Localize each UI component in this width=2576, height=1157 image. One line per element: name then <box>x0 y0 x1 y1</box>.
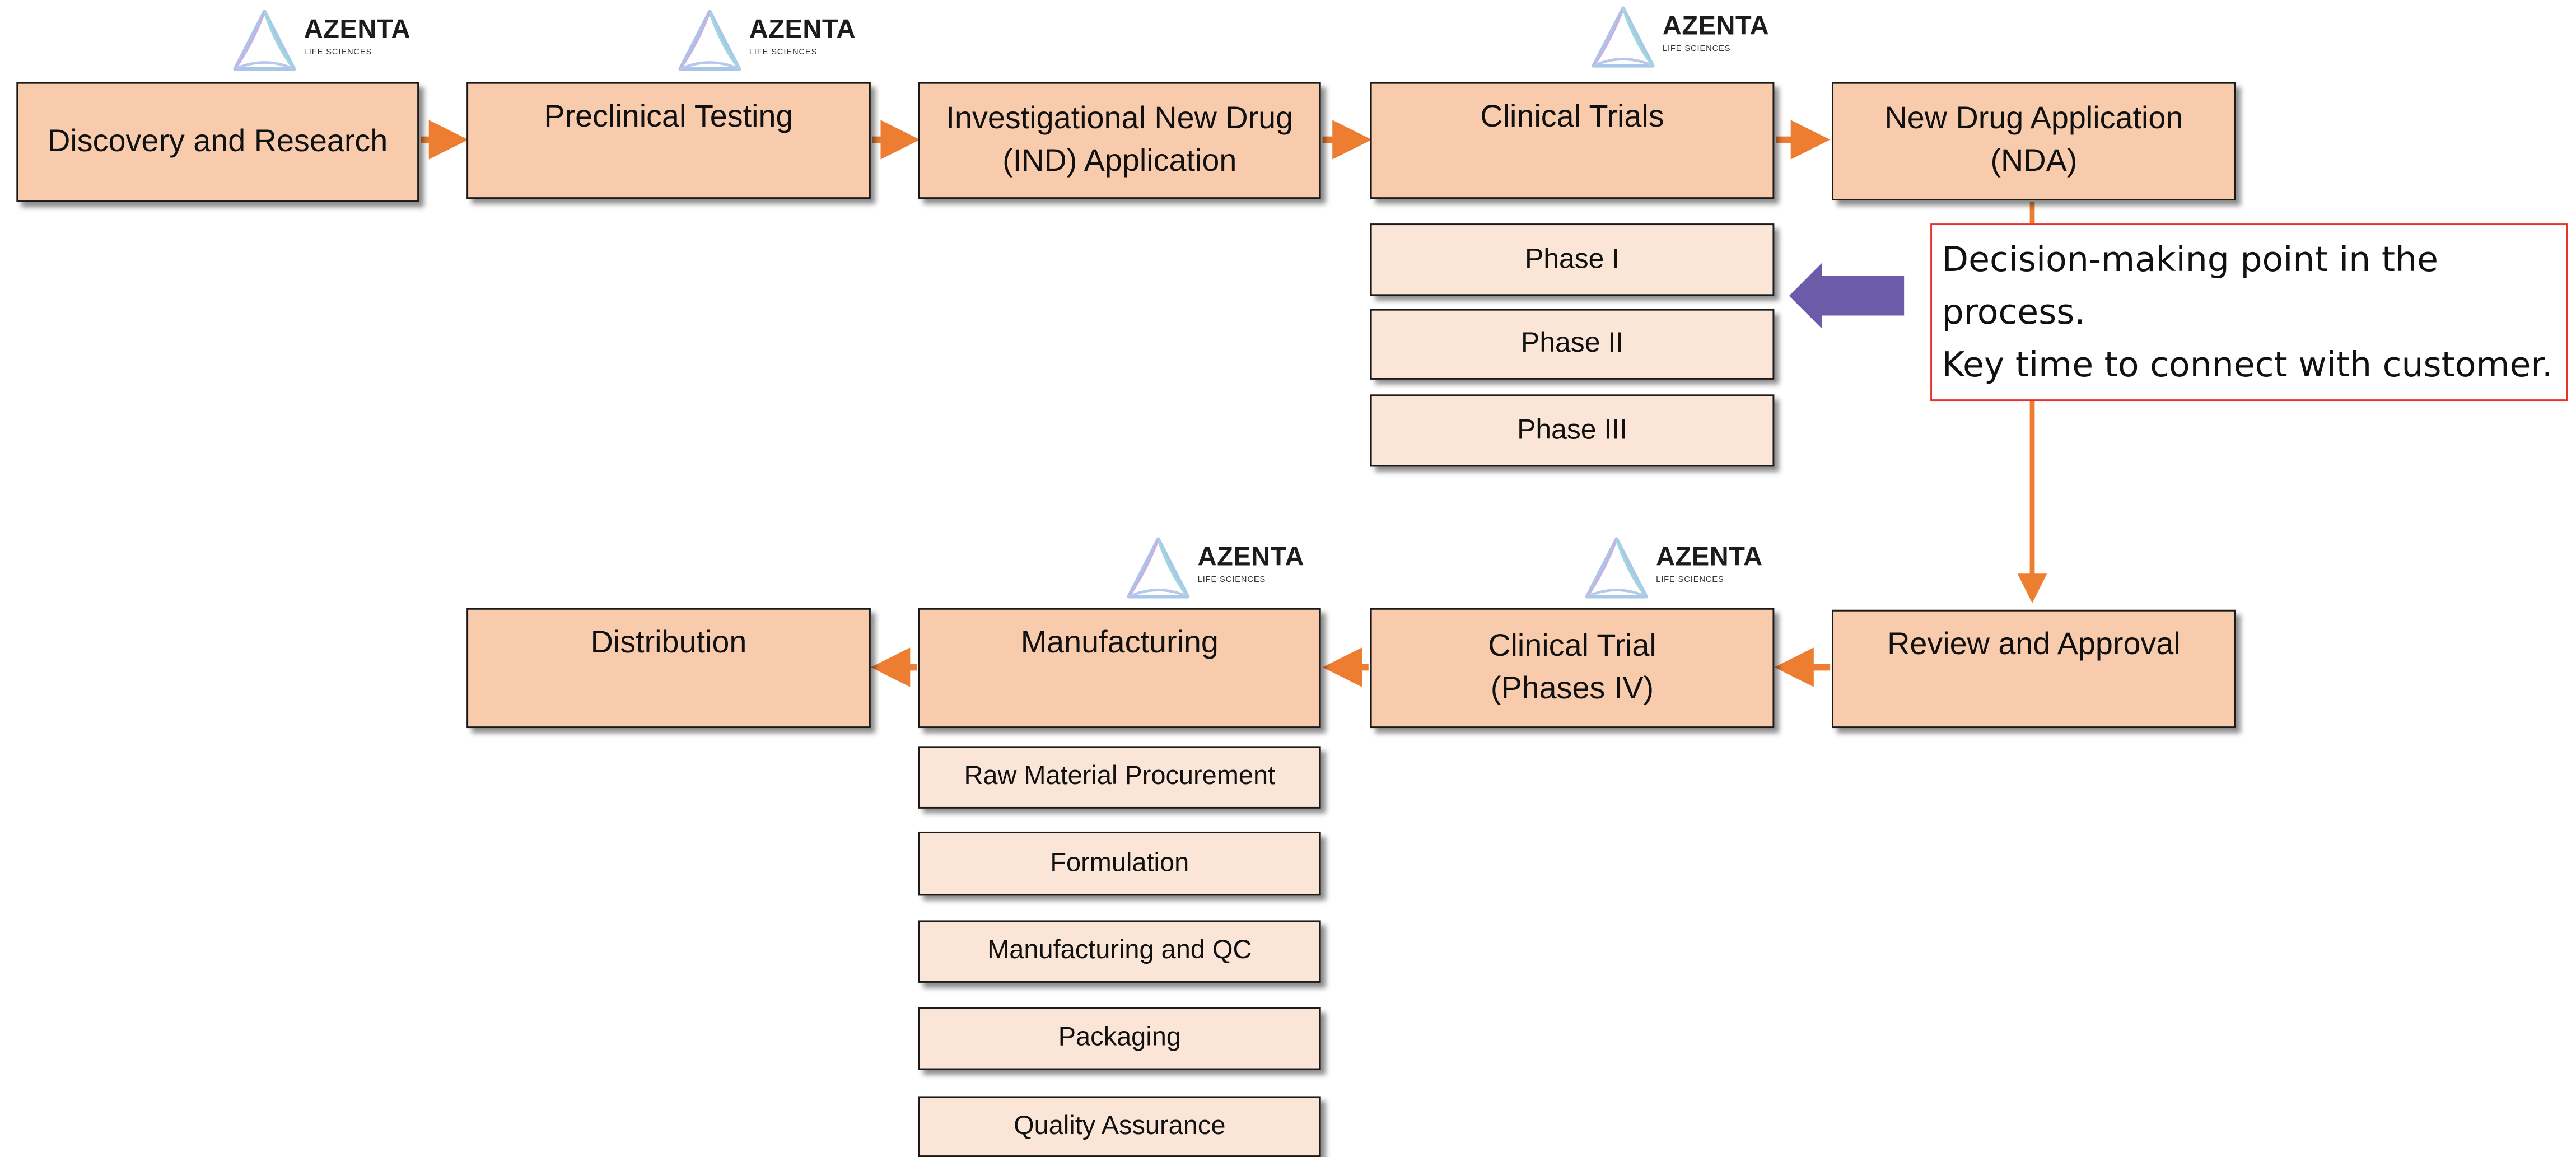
stage-discovery-and-research: Discovery and Research <box>16 82 419 202</box>
phase-ii: Phase II <box>1370 309 1775 380</box>
azenta-logo: AZENTA LIFE SCIENCES <box>1124 534 1314 607</box>
callout-line-3: Key time to connect with customer. <box>1942 345 2553 385</box>
brand-name: AZENTA <box>1656 544 1763 572</box>
brand-tagline: LIFE SCIENCES <box>304 48 372 58</box>
azenta-logo: AZENTA LIFE SCIENCES <box>1589 3 1779 76</box>
brand-tagline: LIFE SCIENCES <box>1656 575 1724 585</box>
azenta-logo: AZENTA LIFE SCIENCES <box>675 7 866 79</box>
brand-tagline: LIFE SCIENCES <box>749 48 818 58</box>
stage-clinical-trial-phase-iv: Clinical Trial (Phases IV) <box>1370 608 1775 729</box>
stage-new-drug-application: New Drug Application (NDA) <box>1832 82 2236 201</box>
stage-label: Review and Approval <box>1887 628 2181 663</box>
brand-tagline: LIFE SCIENCES <box>1197 575 1266 585</box>
azenta-mark-icon <box>1592 6 1655 68</box>
step-manufacturing-and-qc: Manufacturing and QC <box>918 920 1321 983</box>
azenta-mark-icon <box>678 10 741 71</box>
stage-label-line2: (IND) Application <box>1002 143 1237 179</box>
step-label: Manufacturing and QC <box>987 937 1252 965</box>
stage-label: Preclinical Testing <box>544 100 794 135</box>
pointer-arrow <box>1789 263 1905 329</box>
step-packaging: Packaging <box>918 1007 1321 1070</box>
callout-line-2: process. <box>1942 292 2085 332</box>
stage-label-line2: (NDA) <box>1990 144 2078 179</box>
stage-label: Clinical Trials <box>1480 100 1664 135</box>
brand-name: AZENTA <box>1662 13 1770 41</box>
phase-label: Phase III <box>1517 413 1627 445</box>
stage-clinical-trials: Clinical Trials <box>1370 82 1775 199</box>
step-label: Quality Assurance <box>1014 1112 1226 1140</box>
stage-label: Discovery and Research <box>48 124 388 159</box>
stage-label-line1: Investigational New Drug <box>946 101 1294 137</box>
stage-distribution: Distribution <box>466 608 871 729</box>
stage-label-line1: New Drug Application <box>1884 102 2183 137</box>
step-label: Packaging <box>1058 1024 1181 1052</box>
stage-label: Manufacturing <box>1020 626 1219 661</box>
step-label: Raw Material Procurement <box>964 763 1276 791</box>
step-raw-material-procurement: Raw Material Procurement <box>918 746 1321 809</box>
stage-label-line1: Clinical Trial <box>1488 629 1656 664</box>
phase-i: Phase I <box>1370 223 1775 296</box>
azenta-mark-icon <box>233 10 296 71</box>
phase-label: Phase II <box>1521 327 1624 358</box>
stage-manufacturing: Manufacturing <box>918 608 1321 729</box>
brand-name: AZENTA <box>749 16 856 45</box>
stage-ind-application: Investigational New Drug (IND) Applicati… <box>918 82 1321 199</box>
stage-label-line2: (Phases IV) <box>1490 671 1654 706</box>
step-label: Formulation <box>1050 849 1189 878</box>
azenta-mark-icon <box>1127 537 1190 599</box>
stage-review-and-approval: Review and Approval <box>1832 609 2236 729</box>
phase-iii: Phase III <box>1370 394 1775 467</box>
step-quality-assurance: Quality Assurance <box>918 1096 1321 1157</box>
azenta-logo: AZENTA LIFE SCIENCES <box>1582 534 1772 607</box>
stage-label: Distribution <box>590 626 747 661</box>
step-formulation: Formulation <box>918 831 1321 896</box>
brand-tagline: LIFE SCIENCES <box>1662 44 1731 54</box>
azenta-mark-icon <box>1585 537 1648 599</box>
stage-preclinical-testing: Preclinical Testing <box>466 82 871 199</box>
callout-line-1: Decision-making point in the <box>1942 240 2439 279</box>
phase-label: Phase I <box>1524 242 1620 274</box>
brand-name: AZENTA <box>304 16 411 45</box>
decision-point-callout: Decision-making point in the process. Ke… <box>1930 223 2568 402</box>
brand-name: AZENTA <box>1197 544 1305 572</box>
azenta-logo: AZENTA LIFE SCIENCES <box>230 7 421 79</box>
